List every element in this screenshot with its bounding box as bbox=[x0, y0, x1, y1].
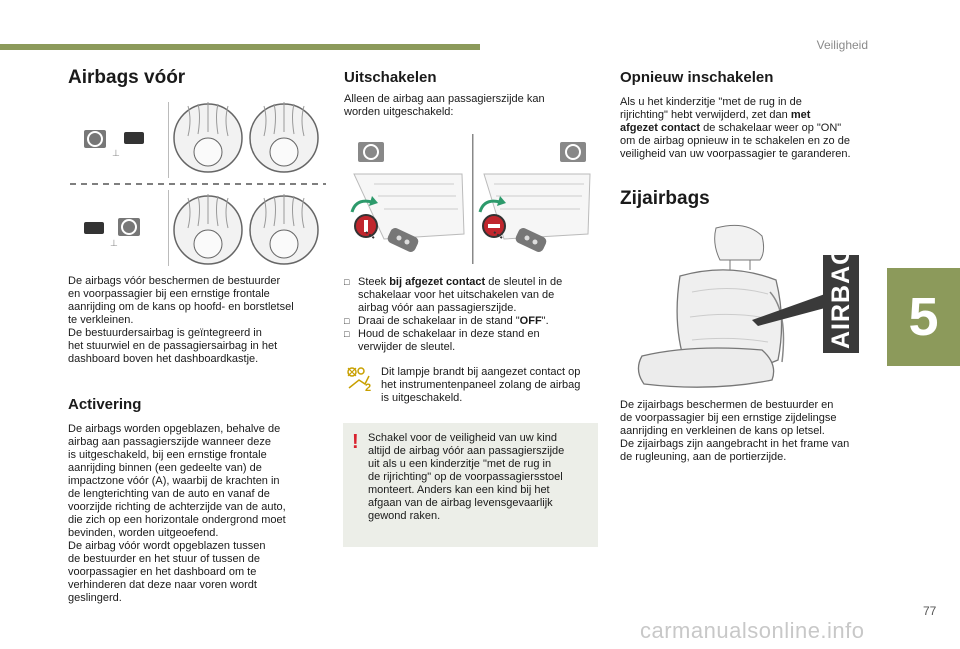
text-line: afgezet contact de schakelaar weer op "O… bbox=[620, 122, 842, 134]
svg-text:2: 2 bbox=[365, 382, 371, 392]
airbag-head-icon bbox=[173, 102, 243, 173]
svg-text:⊥: ⊥ bbox=[112, 148, 120, 158]
side-airbag-illustration: AIRBAG bbox=[620, 222, 868, 392]
text-line: te verkleinen. bbox=[68, 314, 134, 326]
text-line: en voorpassagier bij een ernstige fronta… bbox=[68, 288, 270, 300]
key-icon bbox=[515, 228, 547, 252]
steering-wheel-icon bbox=[358, 142, 384, 162]
text-line: veiligheid van uw voorpassagier te garan… bbox=[620, 148, 851, 160]
reactivate-title: Opnieuw inschakelen bbox=[620, 69, 774, 86]
svg-text:⊥: ⊥ bbox=[110, 238, 118, 248]
text-line: De zijairbags zijn aangebracht in het fr… bbox=[620, 438, 850, 450]
text-line: rijrichting" hebt verwijderd, zet dan me… bbox=[620, 109, 811, 121]
text-line: De airbags worden opgeblazen, behalve de bbox=[68, 423, 281, 435]
key-icon bbox=[387, 228, 419, 252]
airbag-head-icon bbox=[249, 102, 319, 173]
seat-sketch bbox=[637, 224, 785, 388]
airbags-front-title: Airbags vóór bbox=[68, 67, 186, 88]
text-line: De airbag vóór wordt opgeblazen tussen bbox=[68, 540, 266, 552]
text-line: De zijairbags beschermen de bestuurder e… bbox=[620, 399, 834, 411]
warning-box bbox=[343, 423, 598, 547]
step-item: Steek bij afgezet contact de sleutel in … bbox=[344, 276, 602, 315]
airbag-head-icon bbox=[249, 194, 319, 265]
activation-title: Activering bbox=[68, 396, 142, 413]
text-line: om de airbag opnieuw in te schakelen en … bbox=[620, 135, 850, 147]
text-line: de lengterichting van de auto en vanaf d… bbox=[68, 488, 270, 500]
glovebox-sketch bbox=[353, 173, 465, 240]
deactivate-intro: Alleen de airbag aan passagierszijde kan… bbox=[344, 93, 599, 119]
text-line: Dit lampje brandt bij aangezet contact o… bbox=[381, 366, 581, 378]
text-line: uit als u een kinderzitje "met de rug in bbox=[368, 458, 552, 470]
warning-icon: ! bbox=[352, 431, 359, 453]
dashboard-icon bbox=[84, 222, 104, 234]
steering-wheel-icon bbox=[84, 130, 106, 148]
text-line: Schakel voor de veiligheid van uw kind bbox=[368, 432, 557, 444]
text-line: De airbags vóór beschermen de bestuurder bbox=[68, 275, 281, 287]
text-line: is uitgeschakeld. bbox=[381, 392, 463, 404]
text-line: monteert. Anders kan een kind bij het bbox=[368, 484, 550, 496]
frame-line bbox=[168, 190, 169, 266]
deactivation-illustration bbox=[344, 134, 600, 264]
side-airbags-text: De zijairbags beschermen de bestuurder e… bbox=[620, 399, 882, 464]
airbag-off-lamp-icon: 2 bbox=[347, 367, 371, 392]
text-line: bevinden, worden uitgeoefend. bbox=[68, 527, 219, 539]
text-line: de bestuurder en het stuur of tussen de bbox=[68, 553, 261, 565]
text-line: de rijrichting" op de voorpassagiersstoe… bbox=[368, 471, 563, 483]
section-label: Veiligheid bbox=[816, 38, 868, 52]
watermark: carmanualsonline.info bbox=[640, 618, 865, 643]
header-rule bbox=[0, 44, 480, 50]
activation-text: De airbags worden opgeblazen, behalve de… bbox=[68, 423, 323, 605]
text-line: die zich op een horizontale ondergrond m… bbox=[68, 514, 286, 526]
text-line: Als u het kinderzitje "met de rug in de bbox=[620, 96, 802, 108]
text-line: altijd de airbag vóór aan passagierszijd… bbox=[368, 445, 565, 457]
frame-line bbox=[168, 102, 169, 178]
text-line: voorpassagier en het dashboard om te bbox=[68, 566, 257, 578]
dashboard-icon bbox=[124, 132, 144, 144]
lamp-note: Dit lampje brandt bij aangezet contact o… bbox=[381, 366, 601, 405]
text-line: gewond raken. bbox=[368, 510, 441, 522]
text-line: het instrumentenpaneel zolang de airbag bbox=[381, 379, 581, 391]
text-line: de rugleuning, aan de portierzijde. bbox=[620, 451, 787, 463]
text-line: afgaan van de airbag levensgevaarlijk bbox=[368, 497, 553, 509]
steering-wheel-icon bbox=[560, 142, 586, 162]
steering-wheel-icon bbox=[118, 218, 140, 236]
airbag-switch-icon bbox=[482, 214, 506, 238]
rotation-arrow bbox=[478, 199, 501, 213]
text-line: De bestuurdersairbag is geïntegreerd in bbox=[68, 327, 262, 339]
airbag-head-icon bbox=[173, 194, 243, 265]
text-line: impactzone vóór (A), waarbij de krachten… bbox=[68, 475, 280, 487]
rotation-arrow bbox=[350, 199, 373, 213]
text-line: dashboard boven het dashboardkastje. bbox=[68, 353, 259, 365]
text-line: airbag aan passagierszijde wanneer deze bbox=[68, 436, 272, 448]
reactivate-text: Als u het kinderzitje "met de rug in de … bbox=[620, 96, 882, 161]
front-airbags-illustration: ⊥ ⊥ bbox=[70, 96, 326, 268]
page-number: 77 bbox=[923, 604, 937, 618]
text-line: aanrijding en verkleinen de kans op lets… bbox=[620, 425, 825, 437]
text-line: voorzijde richting de achterzijde van de… bbox=[68, 501, 286, 513]
pointer-line bbox=[752, 294, 825, 326]
text-line: geslingerd. bbox=[68, 592, 122, 604]
airbag-label-bg bbox=[823, 255, 859, 353]
text-line: Alleen de airbag aan passagierszijde kan bbox=[344, 93, 545, 105]
airbag-switch-icon bbox=[354, 214, 378, 238]
side-airbags-title: Zijairbags bbox=[620, 188, 710, 209]
text-line: verhinderen dat deze naar voren wordt bbox=[68, 579, 257, 591]
step-item: Houd de schakelaar in deze stand en verw… bbox=[344, 328, 602, 354]
deactivation-steps: Steek bij afgezet contact de sleutel in … bbox=[344, 276, 602, 354]
deactivate-title: Uitschakelen bbox=[344, 69, 437, 86]
warning-text: Schakel voor de veiligheid van uw kind a… bbox=[368, 432, 593, 523]
chapter-number: 5 bbox=[908, 287, 939, 347]
text-line: worden uitgeschakeld: bbox=[344, 106, 454, 118]
text-line: aanrijding binnen (een gedeelte van) de bbox=[68, 462, 262, 474]
text-line: de voorpassagier bij een ernstige zijdel… bbox=[620, 412, 837, 424]
text-line: aanrijding om de kans op hoofd- en borst… bbox=[68, 301, 294, 313]
airbag-label: AIRBAG bbox=[827, 244, 855, 349]
text-line: het stuurwiel en de passagiersairbag in … bbox=[68, 340, 278, 352]
step-item: Draai de schakelaar in de stand "OFF". bbox=[344, 315, 602, 328]
frame-line bbox=[472, 134, 474, 264]
front-airbags-intro: De airbags vóór beschermen de bestuurder… bbox=[68, 275, 323, 366]
chapter-tab: 5 bbox=[887, 268, 960, 366]
text-line: is uitgeschakeld, bij een ernstige front… bbox=[68, 449, 267, 461]
